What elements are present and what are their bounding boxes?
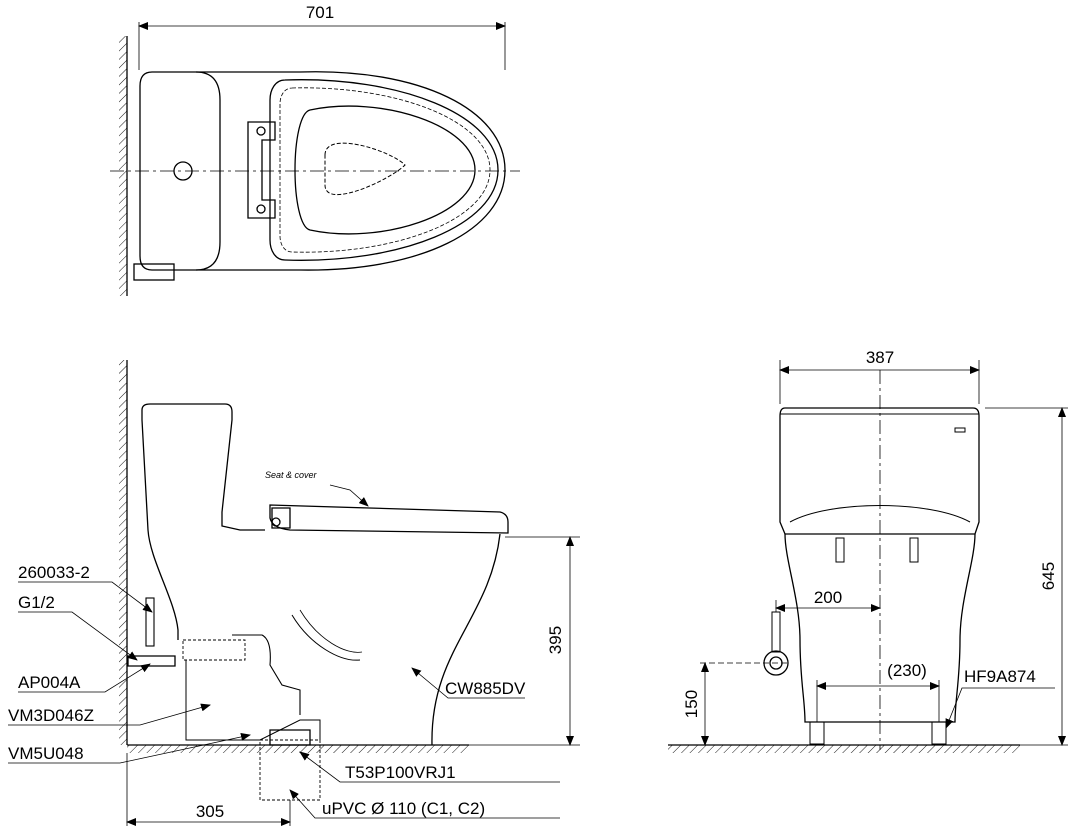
- top-seat-inner-dashed: [279, 87, 491, 253]
- top-bowl-opening: [294, 105, 476, 235]
- label-pipe: uPVC Ø 110 (C1, C2): [322, 799, 485, 818]
- side-trapway: [232, 634, 301, 715]
- side-view: [8, 360, 580, 826]
- seat-cover-label: Seat & cover: [265, 470, 318, 480]
- leader-valve: [18, 663, 151, 693]
- front-width-dim: 387: [866, 348, 894, 367]
- top-supply-bracket: [133, 263, 175, 281]
- label-thread: G1/2: [18, 593, 55, 612]
- top-wall-hatch: [119, 36, 127, 296]
- label-adapter: T53P100VRJ1: [345, 763, 456, 782]
- top-seat-outer: [269, 79, 499, 261]
- label-bolt: VM5U048: [8, 744, 84, 763]
- leader-seat: [329, 484, 369, 507]
- front-flush-lever: [954, 427, 966, 433]
- side-rough-in-dim: 305: [196, 802, 224, 821]
- top-body-outline: [196, 71, 506, 271]
- leader-hose: [18, 581, 153, 613]
- leader-thread: [18, 611, 138, 661]
- side-bowl-front: [431, 533, 501, 746]
- front-floor-hatch: [668, 745, 1020, 753]
- label-bowl: CW885DV: [445, 679, 526, 698]
- side-floor-hatch: [127, 745, 469, 753]
- side-angle-valve: [127, 655, 176, 667]
- side-hinge-pin: [271, 517, 281, 527]
- front-bolt-right: [931, 721, 947, 745]
- front-tank: [779, 407, 980, 535]
- leader-pipe: [289, 789, 560, 819]
- label-flange: VM3D046Z: [8, 706, 94, 725]
- label-hose: 260033-2: [18, 563, 90, 582]
- front-bolt-left: [809, 721, 825, 745]
- front-supply-hose: [771, 611, 781, 653]
- leader-flange: [8, 703, 211, 726]
- leader-adapter: [299, 751, 560, 783]
- side-bowl-inner-2: [299, 609, 363, 653]
- side-tank-back: [141, 419, 179, 640]
- front-stud-right: [909, 537, 919, 563]
- top-hinge-bracket: [247, 121, 276, 219]
- side-height-dim: 395: [546, 626, 565, 654]
- side-flange-dashed: [182, 639, 246, 661]
- front-bolt-spacing-dim: (230): [887, 661, 927, 680]
- top-view: [110, 22, 520, 296]
- label-valve: AP004A: [18, 673, 81, 692]
- front-height-dim: 645: [1039, 562, 1058, 590]
- top-hinge-bolt-1: [256, 126, 266, 136]
- label-bolt-front: HF9A874: [964, 667, 1036, 686]
- front-offset-dim: 200: [814, 588, 842, 607]
- front-stud-left: [835, 537, 845, 563]
- leader-bowl: [411, 667, 525, 699]
- side-wall-hatch: [119, 360, 127, 745]
- side-hose: [145, 597, 155, 647]
- front-supply-height-dim: 150: [682, 690, 701, 718]
- top-bowl-drain-dashed: [324, 142, 406, 196]
- top-width-dim: 701: [306, 3, 334, 22]
- top-hinge-bolt-2: [256, 204, 266, 214]
- side-seat: [269, 504, 509, 534]
- leader-bolt: [8, 732, 251, 764]
- side-tank: [141, 403, 265, 531]
- side-outlet-adapter: [269, 729, 311, 746]
- front-view: [668, 360, 1068, 753]
- side-bowl-inner: [291, 614, 361, 661]
- leader-bolt-front: [945, 687, 1055, 729]
